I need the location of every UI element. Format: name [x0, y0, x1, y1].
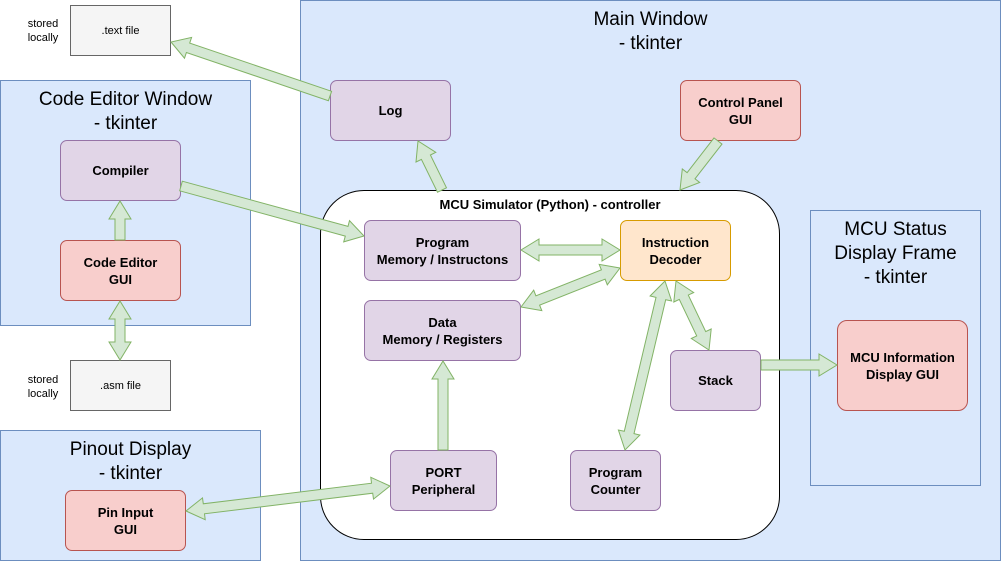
log-block: Log	[330, 80, 451, 141]
main-window-title: Main Window - tkinter	[593, 9, 708, 54]
control-panel-gui-block: Control Panel GUI	[680, 80, 801, 141]
arrow-pin-input-gui-to-port-peripheral	[185, 476, 391, 521]
arrow-code-editor-gui-to-asm-file	[108, 300, 132, 361]
program-memory-block: Program Memory / Instructons	[364, 220, 521, 281]
program-counter-block: Program Counter	[570, 450, 661, 511]
stored-locally-label-bottom: stored locally	[27, 374, 59, 400]
arrow-port-peripheral-to-data-memory	[431, 360, 455, 451]
data-memory-block: Data Memory / Registers	[364, 300, 521, 361]
arrow-program-memory-to-instruction-decoder	[520, 238, 621, 262]
arrow-log-to-text-file	[170, 36, 333, 102]
instruction-decoder-block: Instruction Decoder	[620, 220, 731, 281]
pinout-display-title: Pinout Display - tkinter	[69, 439, 192, 484]
arrow-code-editor-gui-to-compiler	[108, 200, 132, 241]
arrow-data-memory-to-instruction-decoder	[520, 263, 621, 312]
stored-locally-label-top: stored locally	[27, 18, 59, 44]
pin-input-gui-block: Pin Input GUI	[65, 490, 186, 551]
stack-block: Stack	[670, 350, 761, 411]
mcu-status-frame-title: MCU Status Display Frame - tkinter	[834, 219, 957, 288]
arrow-control-panel-to-controller	[679, 137, 723, 191]
asm-file: .asm file	[70, 360, 171, 411]
arrow-compiler-to-program-memory	[179, 180, 365, 243]
arrow-instruction-decoder-to-program-counter	[617, 280, 673, 451]
code-editor-gui-block: Code Editor GUI	[60, 240, 181, 301]
port-peripheral-block: PORT Peripheral	[390, 450, 497, 511]
text-file: .text file	[70, 5, 171, 56]
arrow-stack-to-mcu-info-gui	[760, 353, 838, 377]
mcu-information-display-gui-block: MCU Information Display GUI	[837, 320, 968, 411]
arrow-controller-to-log	[415, 140, 448, 193]
code-editor-window-title: Code Editor Window - tkinter	[38, 89, 213, 134]
arrow-instruction-decoder-to-stack	[673, 280, 712, 351]
controller-title: MCU Simulator (Python) - controller	[439, 197, 661, 212]
compiler-block: Compiler	[60, 140, 181, 201]
